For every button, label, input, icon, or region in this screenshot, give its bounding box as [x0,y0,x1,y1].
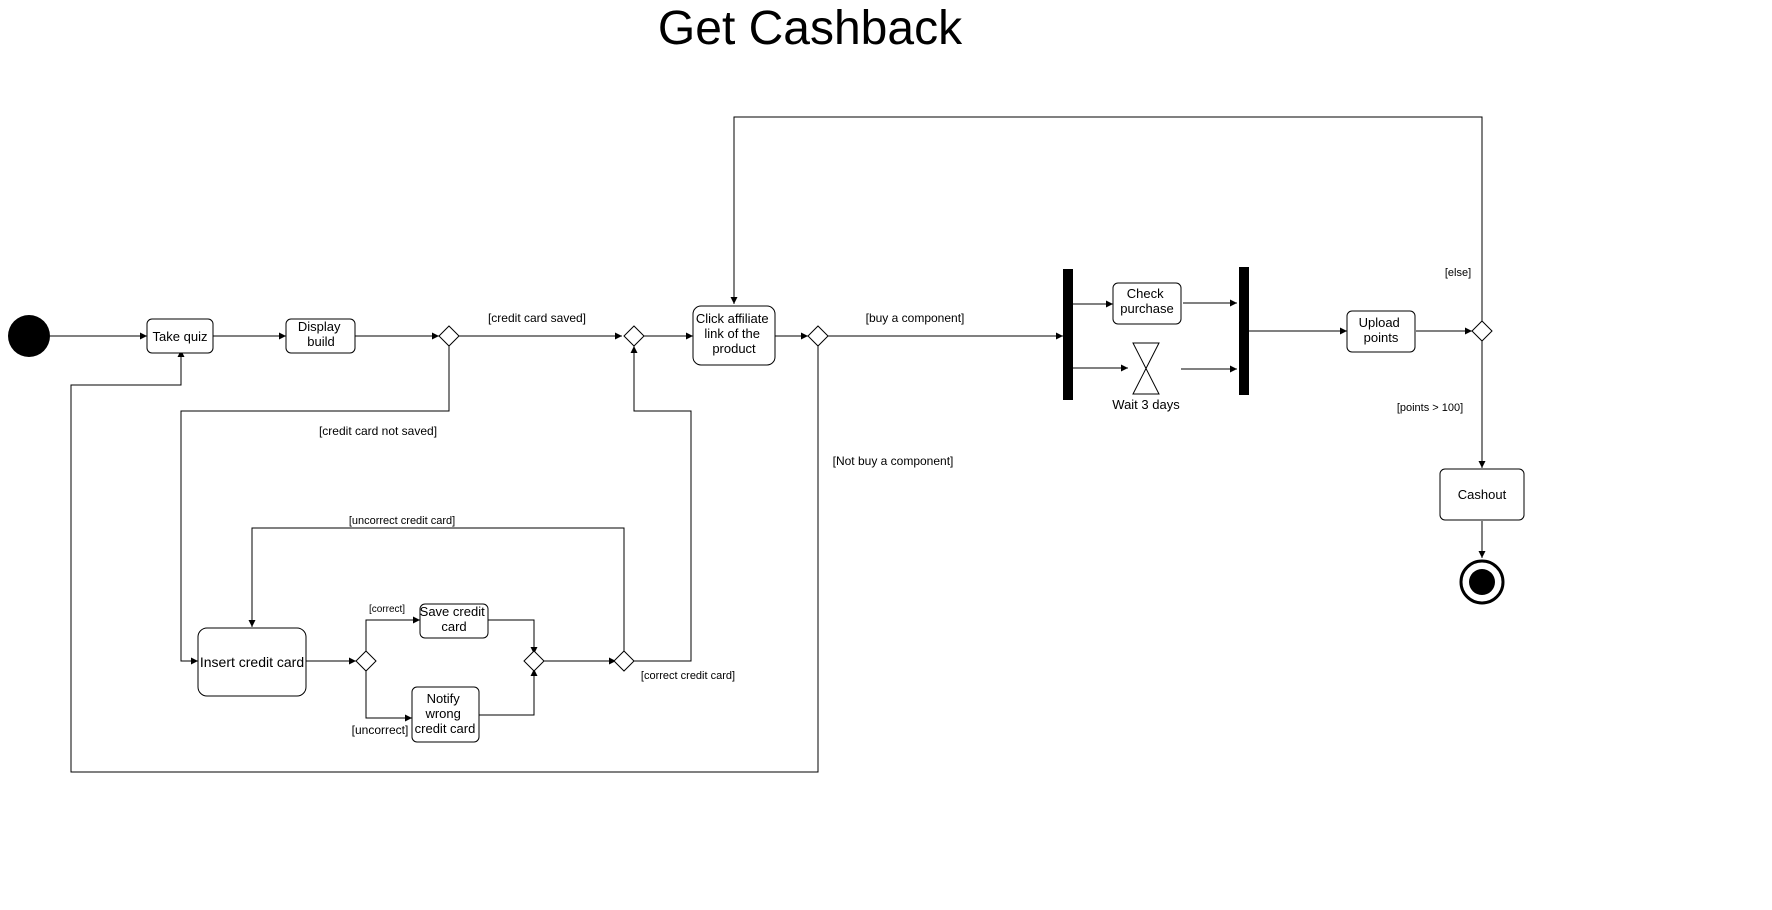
svg-text:Take quiz: Take quiz [153,329,208,344]
decision-card-valid [613,650,635,672]
action-upload-points[interactable]: Upload points [1346,310,1416,353]
wait-time-label: Wait 3 days [1112,397,1180,412]
final-node [1459,559,1505,605]
guard-uncorrect-credit-card: [uncorrect credit card] [349,515,455,527]
action-insert-credit-card[interactable]: Insert credit card [197,627,307,697]
edge-not-saved-to-insert [180,346,450,665]
guard-uncorrect: [uncorrect] [352,723,409,737]
action-display-build[interactable]: Display build [285,318,356,354]
guard-credit-card-not-saved: [credit card not saved] [319,424,437,438]
hourglass-icon [1132,342,1160,395]
edge-else-to-affiliate [730,116,1483,321]
edge-save-to-merge2 [488,619,538,654]
edge-correct-card-to-merge [630,346,692,662]
action-notify-wrong-card[interactable]: Notify wrong credit card [411,686,480,743]
flow-edges [50,116,1486,773]
svg-text:Check purchase: Check purchase [1120,286,1173,316]
svg-text:Click affiliate link of: Click affiliate link of the product [696,311,772,356]
svg-text:Save credit card: Save credit card [420,604,489,634]
decision-correct-card [355,650,377,672]
decision-buy-component [807,325,829,347]
edge-notify-to-merge2 [479,669,538,716]
action-save-credit-card[interactable]: Save credit card [419,603,489,639]
action-check-purchase[interactable]: Check purchase [1112,282,1182,325]
svg-text:Insert credit card: Insert credit card [200,654,304,670]
edge-not-buy-to-quiz [70,346,819,773]
action-click-affiliate[interactable]: Click affiliate link of the product [692,305,776,366]
merge-before-affiliate [623,325,645,347]
edge-correct-to-save [365,616,420,651]
svg-text:Notify wrong credi: Notify wrong credit card [415,691,476,736]
diagram-title: Get Cashback [657,2,963,55]
join-bar [1239,267,1249,395]
decision-nodes [355,320,1493,672]
initial-node [8,315,50,357]
edge-uncorrect-to-notify [365,671,412,722]
guard-labels: [credit card saved] [credit card not sav… [319,267,1471,737]
merge-card-result [523,650,545,672]
decision-points [1471,320,1493,342]
guard-credit-card-saved: [credit card saved] [488,311,586,325]
action-cashout[interactable]: Cashout [1439,468,1525,521]
decision-credit-card-saved [438,325,460,347]
svg-text:Cashout: Cashout [1458,487,1507,502]
svg-text:Upload points: Upload points [1359,315,1404,345]
guard-correct-credit-card: [correct credit card] [641,670,735,682]
guard-points-over-100: [points > 100] [1397,402,1463,414]
guard-not-buy-component: [Not buy a component] [833,454,954,468]
guard-else: [else] [1445,267,1471,279]
guard-correct: [correct] [369,604,405,615]
action-take-quiz[interactable]: Take quiz [146,318,214,354]
svg-text:Display build: Display build [298,319,344,349]
guard-buy-component: [buy a component] [866,311,965,325]
edge-uncorrect-card-loop [248,527,625,653]
fork-bar [1063,269,1073,400]
